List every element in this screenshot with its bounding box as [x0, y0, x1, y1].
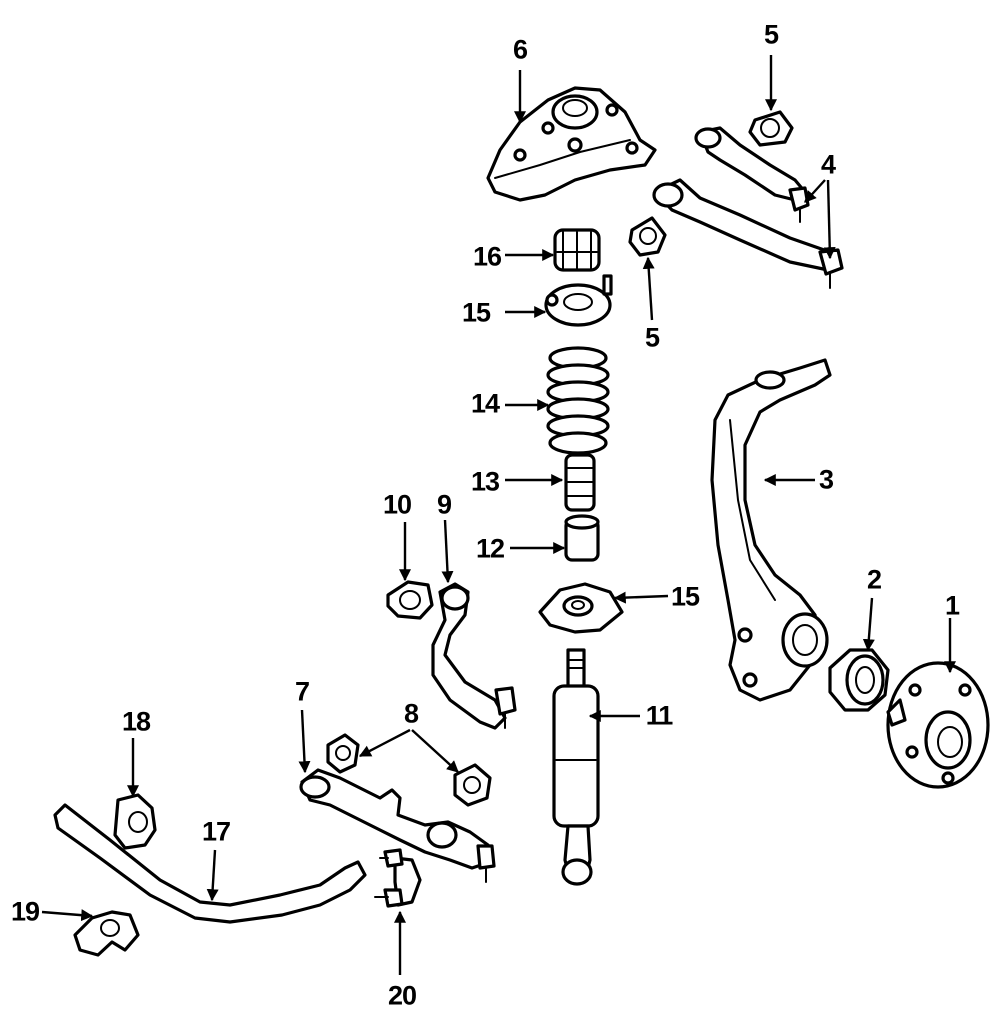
part-19-stabilizer-clamp [73, 910, 140, 957]
callout-2: 2 [866, 564, 882, 595]
part-5-upper-bushing [748, 110, 794, 147]
leader-lines [41, 55, 956, 975]
part-12-spacer [564, 514, 600, 562]
part-15-lower-spring-seat [538, 582, 624, 634]
callout-5-lower: 5 [644, 322, 660, 353]
callout-4: 4 [820, 149, 836, 180]
part-3-steering-knuckle [710, 358, 832, 702]
callout-19: 19 [10, 896, 40, 927]
callout-16: 16 [472, 241, 502, 272]
part-15-upper-spring-seat [544, 274, 613, 327]
callout-1: 1 [944, 590, 960, 621]
callout-15-upper: 15 [461, 297, 491, 328]
callout-6: 6 [512, 34, 528, 65]
part-10-bushing [386, 580, 434, 620]
part-11-shock-absorber [552, 648, 600, 886]
part-20-stabilizer-link [374, 848, 422, 908]
part-7-lower-control-arm [299, 768, 496, 883]
callout-20: 20 [387, 980, 417, 1011]
callout-7: 7 [294, 676, 310, 707]
callout-9: 9 [436, 489, 452, 520]
part-13-dust-boot [564, 453, 596, 512]
part-16-bump-stop [553, 228, 601, 272]
callout-11: 11 [645, 700, 674, 731]
callout-3: 3 [818, 464, 834, 495]
part-2-wheel-bearing [828, 648, 890, 712]
part-8-bushings [326, 733, 492, 807]
callout-8: 8 [403, 698, 419, 729]
callout-5-upper: 5 [763, 19, 779, 50]
part-14-coil-spring [546, 346, 610, 455]
part-17-stabilizer-bar [53, 803, 367, 924]
part-4-upper-control-arms [652, 126, 844, 289]
part-18-stabilizer-bushing [113, 793, 157, 850]
callout-17: 17 [201, 816, 231, 847]
callout-14: 14 [470, 388, 500, 419]
part-9-lower-control-arm [431, 582, 517, 730]
callout-13: 13 [470, 466, 500, 497]
callout-12: 12 [475, 533, 505, 564]
part-1-wheel-hub [886, 661, 990, 789]
callout-15-lower: 15 [670, 581, 700, 612]
callout-18: 18 [121, 706, 151, 737]
part-5-lower-bushing [628, 216, 667, 257]
part-6-strut-mount-bracket [486, 86, 657, 202]
callout-10: 10 [382, 489, 412, 520]
